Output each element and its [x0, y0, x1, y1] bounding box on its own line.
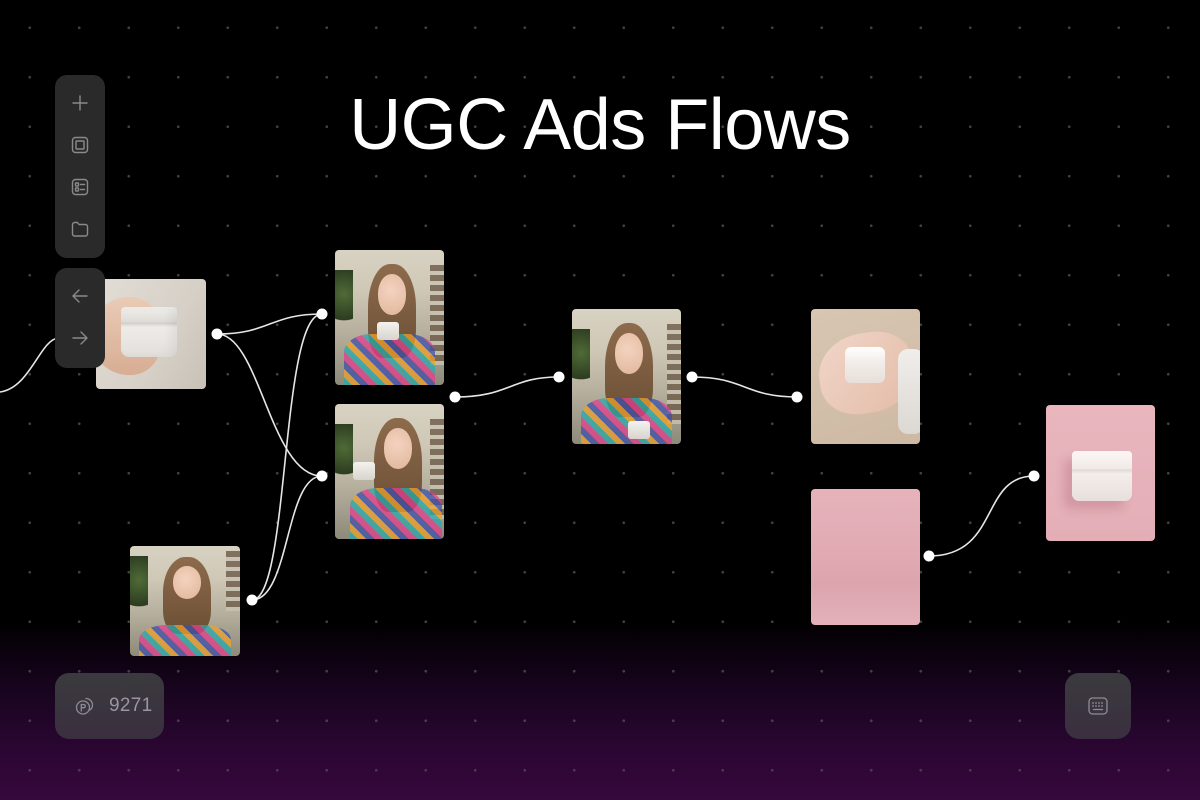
folder-button[interactable]	[55, 208, 105, 250]
jar-shape	[628, 421, 650, 439]
jar-shape	[121, 307, 177, 357]
credits-coin-icon	[75, 697, 94, 715]
plant-shape	[130, 556, 148, 616]
tools-toolbar	[55, 75, 105, 258]
arrow-left-icon	[72, 289, 88, 303]
port	[211, 328, 223, 340]
credits-button[interactable]: 9271	[55, 673, 164, 739]
node-pink-background[interactable]	[811, 489, 920, 625]
wire-product-to-woman-side	[216, 333, 323, 477]
plant-shape	[335, 270, 353, 330]
node-pink-jar-product[interactable]	[1046, 405, 1155, 541]
credits-value: 9271	[109, 695, 153, 716]
undo-button[interactable]	[55, 275, 105, 317]
page-title: UGC Ads Flows	[349, 85, 851, 165]
sleeve-shape	[898, 349, 920, 434]
port	[246, 594, 258, 606]
list-icon	[71, 178, 89, 196]
sweater-shape	[343, 333, 436, 385]
wire-product-to-woman-front	[216, 313, 323, 335]
port	[1028, 470, 1040, 482]
list-button[interactable]	[55, 166, 105, 208]
port	[553, 371, 565, 383]
redo-button[interactable]	[55, 317, 105, 359]
jar-shape	[353, 462, 375, 480]
jar-shape	[377, 322, 399, 340]
frame-icon	[71, 136, 89, 154]
face-shape	[377, 274, 406, 315]
port	[923, 550, 935, 562]
folder-icon	[71, 221, 89, 237]
frame-button[interactable]	[55, 124, 105, 166]
wire-applying-to-hands	[691, 376, 798, 398]
node-woman-applying-cream[interactable]	[572, 309, 681, 444]
jar-shape	[845, 347, 885, 383]
jar-shape	[1072, 451, 1132, 501]
sweater-shape	[350, 487, 442, 539]
port	[316, 470, 328, 482]
add-button[interactable]	[55, 82, 105, 124]
node-product-hand-jar[interactable]	[96, 279, 206, 389]
face-shape	[384, 428, 413, 469]
port	[316, 308, 328, 320]
wire-portrait-to-woman-front	[251, 313, 323, 601]
face-shape	[172, 565, 202, 599]
wire-to-applying	[454, 376, 560, 398]
shelf-shape	[430, 265, 444, 365]
port	[791, 391, 803, 403]
sweater-shape	[580, 398, 673, 444]
shelf-shape	[667, 324, 681, 424]
plant-shape	[335, 424, 353, 484]
wire-incoming	[0, 337, 59, 393]
node-woman-portrait[interactable]	[130, 546, 240, 656]
history-toolbar	[55, 268, 105, 368]
sweater-shape	[138, 625, 232, 656]
keyboard-shortcuts-button[interactable]	[1065, 673, 1131, 739]
shelf-shape	[226, 551, 240, 611]
keyboard-icon	[1088, 697, 1108, 715]
wire-pink-bg-to-jar	[928, 475, 1035, 557]
node-hands-cream-closeup[interactable]	[811, 309, 920, 444]
face-shape	[614, 333, 643, 374]
port	[686, 371, 698, 383]
arrow-right-icon	[72, 331, 88, 345]
port	[449, 391, 461, 403]
plant-shape	[572, 329, 590, 389]
wire-portrait-to-woman-side	[251, 475, 323, 601]
node-woman-holding-jar-side[interactable]	[335, 404, 444, 539]
node-woman-holding-jar-front[interactable]	[335, 250, 444, 385]
plus-icon	[72, 95, 88, 111]
